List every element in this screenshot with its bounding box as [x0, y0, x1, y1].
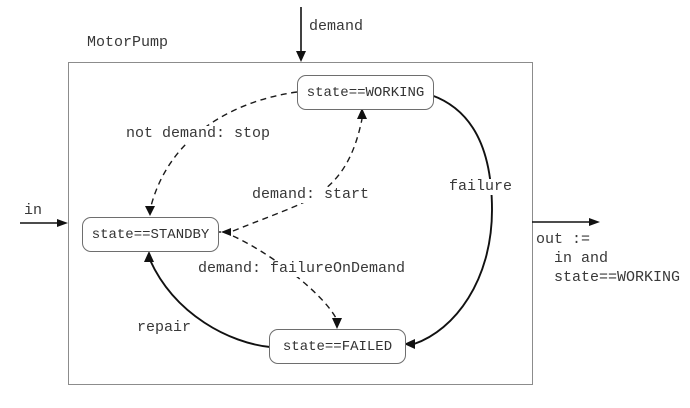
transition-label-failure: failure — [447, 178, 515, 195]
state-standby-label: state==STANDBY — [91, 226, 210, 243]
state-failed-label: state==FAILED — [282, 338, 393, 355]
transition-failure-path — [413, 94, 493, 345]
start-arrowhead-icon — [357, 108, 367, 119]
in-arrowhead-icon — [57, 219, 68, 227]
failure-arrowhead-icon — [404, 339, 415, 349]
state-working: state==WORKING — [297, 75, 434, 110]
repair-arrowhead-icon — [144, 251, 154, 262]
transition-not-demand-stop-path — [150, 91, 298, 207]
demand-arrowhead-icon — [296, 51, 306, 62]
failure-on-demand-arrowhead-icon — [332, 318, 342, 329]
component-frame — [68, 62, 533, 385]
transition-repair-path — [149, 259, 271, 348]
state-working-label: state==WORKING — [306, 84, 425, 101]
transition-failure-on-demand-path — [232, 235, 337, 319]
out-arrowhead-icon — [589, 218, 600, 226]
demand-port-label: demand — [307, 18, 366, 35]
in-port-label: in — [22, 202, 45, 219]
transition-label-repair: repair — [135, 319, 194, 336]
transition-label-not-demand-stop: not demand: stop — [124, 125, 273, 142]
state-failed: state==FAILED — [269, 329, 406, 364]
out-port-label: out := in and state==WORKING — [534, 230, 683, 287]
transition-label-demand-failure-on-demand: demand: failureOnDemand — [196, 260, 408, 277]
stop-arrowhead-icon — [145, 206, 155, 216]
component-title: MotorPump — [87, 34, 169, 51]
state-standby: state==STANDBY — [82, 217, 219, 252]
standby-fork-arrowhead-icon — [221, 228, 231, 236]
transition-label-demand-start: demand: start — [250, 186, 372, 203]
